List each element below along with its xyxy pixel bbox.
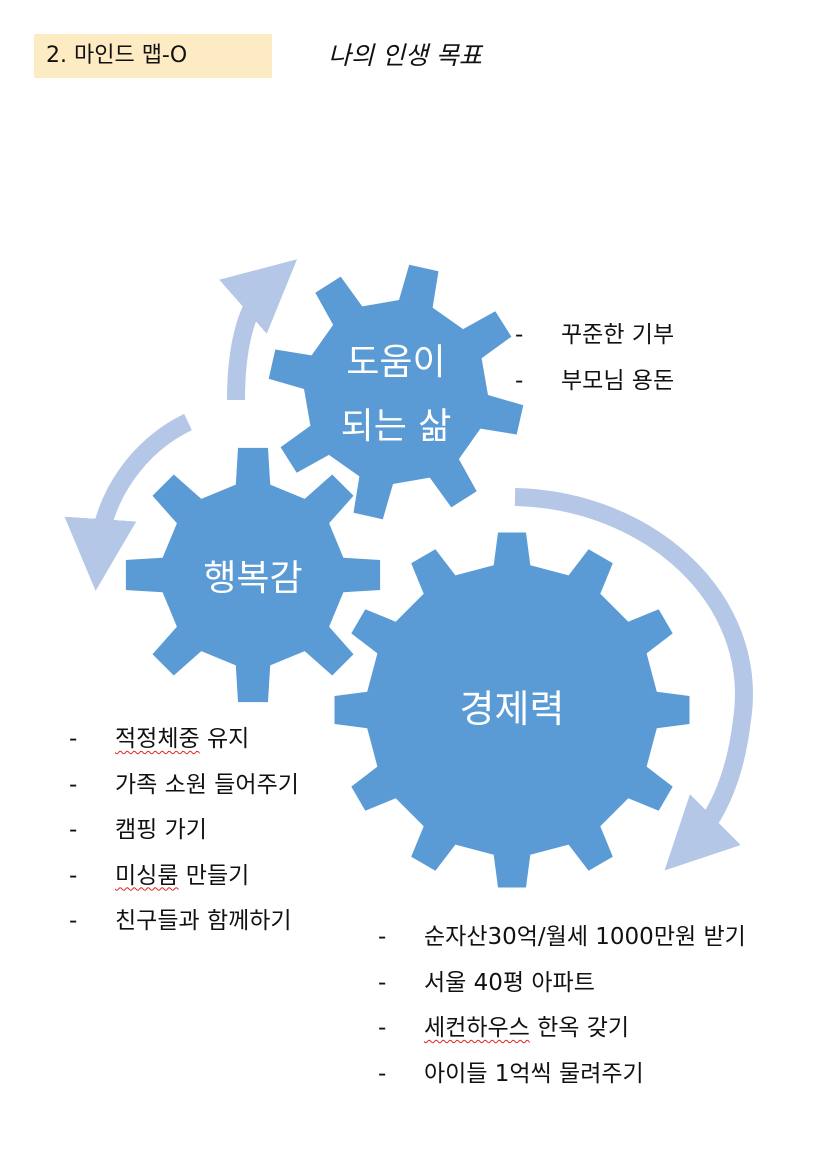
list-item: -세컨하우스 한옥 갖기 (378, 1015, 630, 1041)
list-item: -친구들과 함께하기 (69, 908, 292, 934)
cycle-arrow-left (64, 413, 193, 591)
gear-giving (268, 264, 524, 520)
list-item: -가족 소원 들어주기 (69, 771, 299, 798)
gear-label-giving-line1: 도움이 (346, 342, 445, 383)
list-item: -캠핑 가기 (69, 817, 207, 843)
spellcheck-word: 미싱룸 (115, 862, 179, 889)
list-item: -미싱룸 만들기 (69, 862, 250, 889)
list-item: -아이들 1억씩 물려주기 (378, 1060, 644, 1087)
list-item: -순자산30억/월세 1000만원 받기 (378, 924, 746, 950)
list-item: -서울 40평 아파트 (378, 969, 595, 996)
section-label: 2. 마인드 맵-O (34, 34, 272, 78)
list-item: -적정체중 유지 (69, 726, 250, 752)
page-subtitle: 나의 인생 목표 (328, 41, 482, 70)
list-item: -부모님 용돈 (515, 367, 675, 394)
gear-label-economic: 경제력 (460, 687, 565, 731)
gear-economic (334, 532, 690, 888)
happiness-goals-list: -적정체중 유지 -가족 소원 들어주기 -캠핑 가기 -미싱룸 만들기 -친구… (69, 717, 399, 945)
gear-happiness (125, 447, 381, 703)
gear-label-giving-line2: 되는 삶 (341, 406, 452, 447)
cycle-arrow-top (219, 259, 298, 401)
spellcheck-word: 적정체중 (115, 726, 200, 752)
spellcheck-word: 세컨하우스 (424, 1015, 530, 1041)
economic-goals-list: -순자산30억/월세 1000만원 받기 -서울 40평 아파트 -세컨하우스 … (378, 915, 818, 1097)
cycle-arrow-large (514, 488, 753, 871)
list-item: -꾸준한 기부 (515, 322, 675, 348)
gear-label-happiness: 행복감 (203, 558, 302, 599)
giving-goals-list: -꾸준한 기부 -부모님 용돈 (515, 313, 775, 404)
